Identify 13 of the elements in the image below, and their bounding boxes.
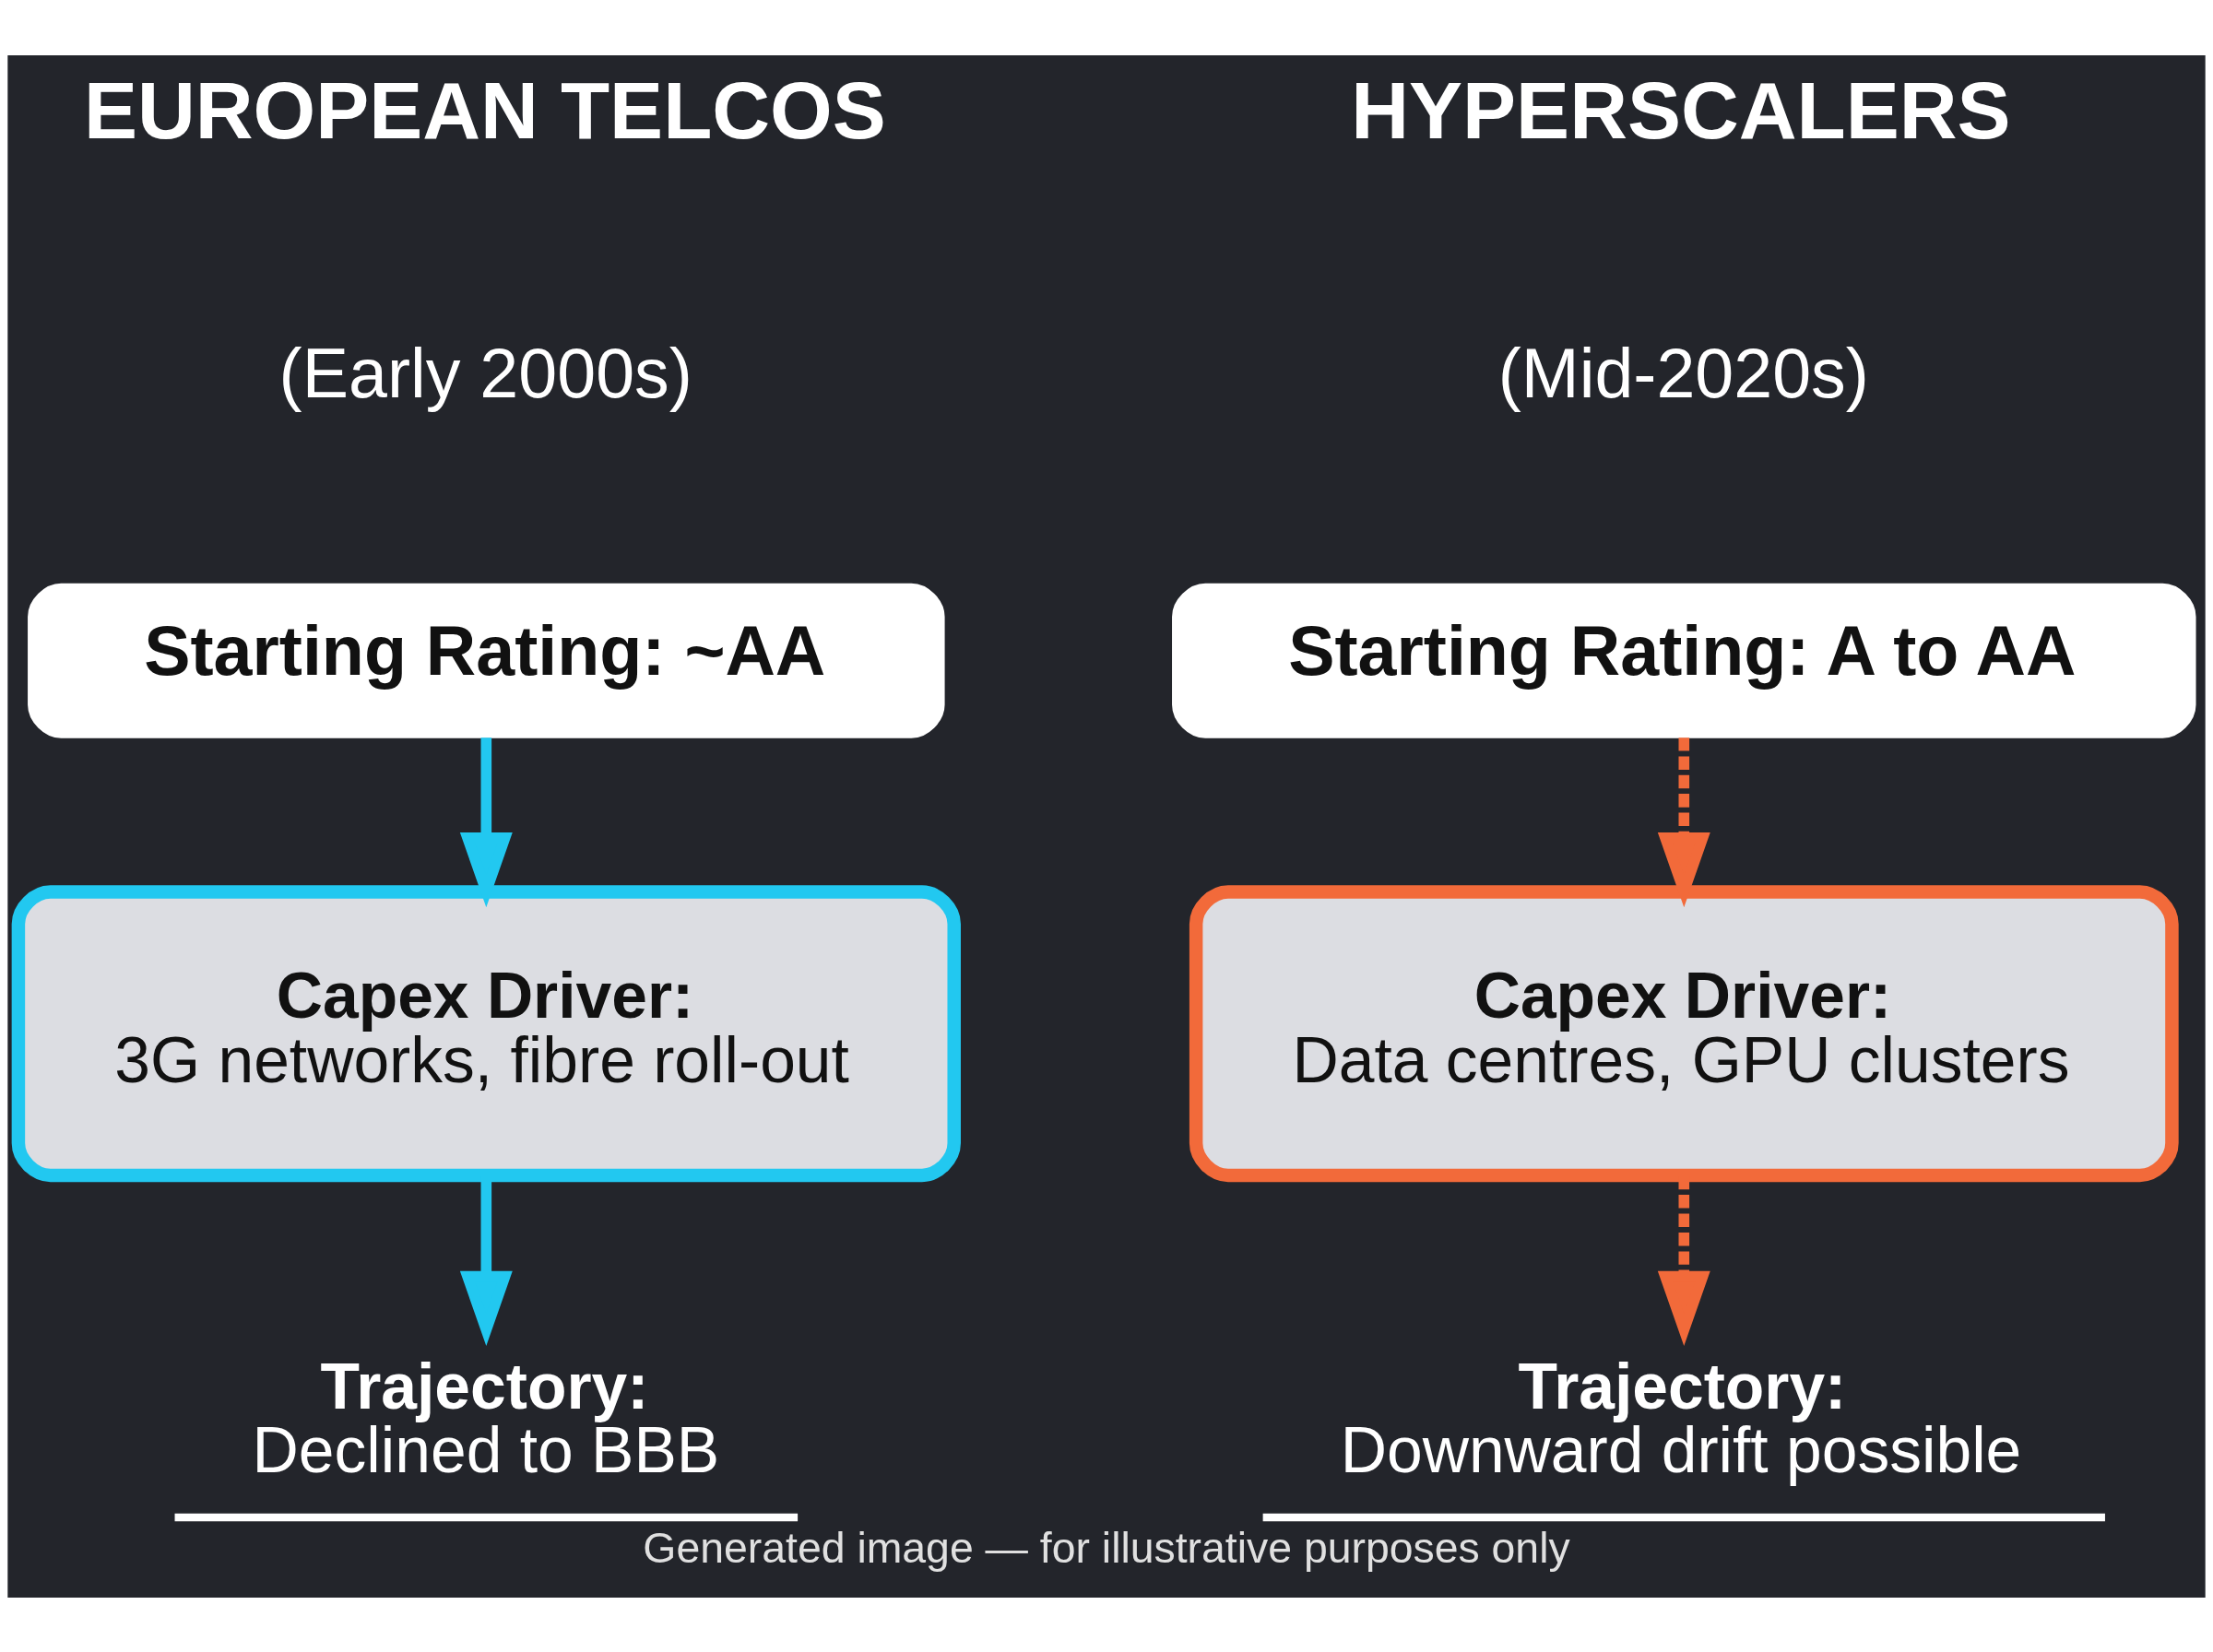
node-text: Trajectory: Declined to BBB: [252, 1350, 720, 1486]
node-box: Capex Driver: 3G networks, fibre roll-out: [11, 884, 961, 1182]
node-box: Starting Rating: A to AA: [1172, 583, 2196, 738]
label: HYPERSCALERS: [1351, 65, 2011, 155]
node-box: Capex Driver: Data centres, GPU clusters: [1189, 884, 2179, 1182]
node-box: Starting Rating: ~AA: [28, 583, 945, 738]
label: EUROPEAN TELCOS: [83, 65, 886, 155]
arrow: [1657, 737, 1710, 907]
caption: Generated image — for illustrative purposes only: [643, 1523, 1570, 1572]
node-text: Trajectory: Downward drift possible: [1340, 1350, 2022, 1486]
arrow: [459, 737, 513, 907]
label: (Early 2000s): [278, 334, 692, 412]
label: (Mid-2020s): [1497, 334, 1869, 412]
